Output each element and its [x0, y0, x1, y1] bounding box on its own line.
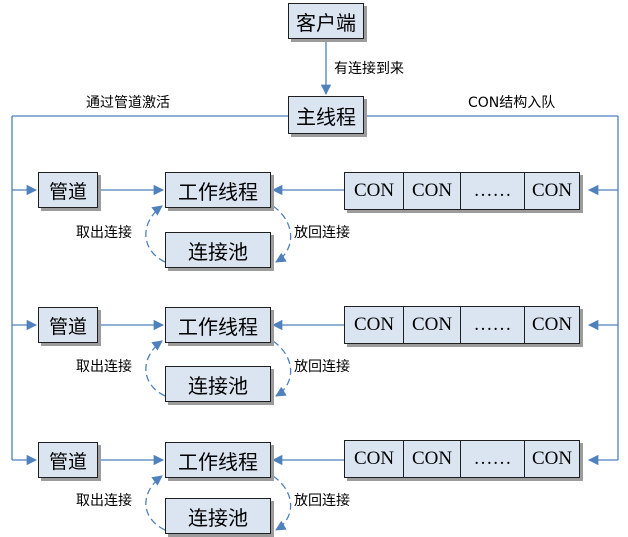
con-cell: CON	[345, 307, 404, 343]
connection-pool-node-2: 连接池	[165, 366, 271, 402]
connection-pool-node-3: 连接池	[165, 498, 271, 534]
put-connection-arrow-1	[272, 205, 292, 263]
put-connection-label-3: 放回连接	[294, 493, 350, 509]
con-cell: CON	[531, 448, 573, 469]
con-cell: CON	[345, 173, 404, 209]
con-cell: CON	[531, 314, 573, 335]
con-cell: CON	[404, 441, 461, 477]
put-connection-arrow-3	[272, 475, 292, 531]
worker-thread-node-2: 工作线程	[165, 307, 271, 343]
ellipsis-cell: ……	[461, 173, 525, 209]
con-cell: CON	[404, 173, 461, 209]
take-connection-arrow-2	[145, 340, 166, 397]
take-connection-label-1: 取出连接	[76, 225, 132, 241]
connection-pool-node-1: 连接池	[165, 232, 271, 268]
pipe-node-1: 管道	[38, 172, 98, 208]
take-connection-label-3: 取出连接	[76, 493, 132, 509]
con-queue-3: CON CON …… CON	[344, 440, 580, 478]
put-connection-label-1: 放回连接	[294, 225, 350, 241]
put-connection-label-2: 放回连接	[294, 359, 350, 375]
take-connection-label-2: 取出连接	[76, 359, 132, 375]
pipe-node-2: 管道	[38, 307, 98, 343]
take-connection-arrow-1	[145, 205, 166, 263]
con-enqueue-label: CON结构入队	[468, 95, 556, 111]
client-node: 客户端	[288, 3, 364, 39]
worker-thread-node-3: 工作线程	[165, 442, 271, 478]
con-cell: CON	[404, 307, 461, 343]
ellipsis-cell: ……	[461, 441, 525, 477]
ellipsis-cell: ……	[461, 307, 525, 343]
con-cell: CON	[345, 441, 404, 477]
activate-via-pipe-label: 通过管道激活	[86, 95, 170, 111]
pipe-node-3: 管道	[38, 442, 98, 478]
con-cell: CON	[531, 180, 573, 201]
worker-thread-node-1: 工作线程	[165, 172, 271, 208]
take-connection-arrow-3	[145, 475, 166, 531]
con-queue-1: CON CON …… CON	[344, 172, 580, 210]
put-connection-arrow-2	[272, 340, 292, 397]
on-connect-label: 有连接到来	[334, 61, 404, 77]
con-queue-2: CON CON …… CON	[344, 306, 580, 344]
main-thread-node: 主线程	[288, 96, 364, 134]
